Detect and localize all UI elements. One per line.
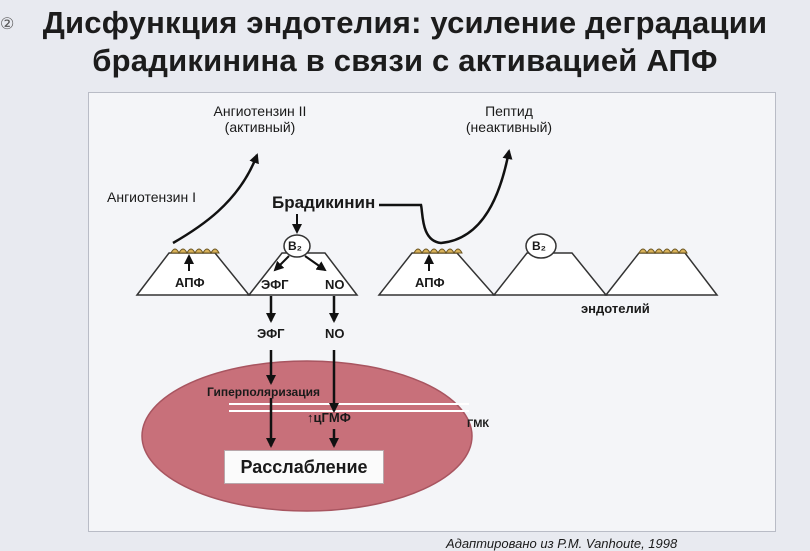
angiotensin2-name: Ангиотензин II (213, 103, 307, 119)
endothelial-cell (604, 252, 719, 296)
angiotensin1-label: Ангиотензин I (107, 189, 196, 205)
ace-enzyme-left (170, 248, 220, 255)
ace-label-left: АПФ (175, 275, 205, 290)
diagram-panel: Ангиотензин II (активный) Пептид (неакти… (88, 92, 776, 551)
peptide-state: (неактивный) (465, 119, 553, 135)
diagram-graphics (135, 149, 719, 512)
corner-mark: ② (0, 16, 15, 33)
arrow-b2-no (304, 255, 327, 272)
arrow-b2-edhf (273, 255, 290, 272)
cgmp-label: ↑цГМФ (307, 410, 351, 425)
title-line-1: Дисфункция эндотелия: усиление деградаци… (42, 5, 768, 40)
page-title: Дисфункция эндотелия: усиление деградаци… (0, 4, 810, 80)
bradykinin-label: Брадикинин (272, 193, 376, 212)
b2-label-left: B₂ (288, 239, 302, 253)
b2-label-right: B₂ (532, 239, 546, 253)
endothelial-cell (492, 252, 608, 296)
angiotensin2-label: Ангиотензин II (активный) (195, 103, 325, 135)
source-credit: Адаптировано из P.M. Vanhoute, 1998 (446, 536, 678, 551)
smc-label: ГМК (467, 418, 490, 430)
edhf-in-cell-label: ЭФГ (261, 277, 289, 292)
b2-receptor-left (283, 234, 311, 258)
angiotensin2-state: (активный) (224, 119, 296, 135)
ace-enzyme-right (413, 248, 463, 255)
title-line-2: брадикинина в связи с активацией АПФ (92, 43, 718, 78)
endothelium-label: эндотелий (581, 301, 650, 316)
ace-label-right: АПФ (415, 275, 445, 290)
edhf-below-label: ЭФГ (257, 326, 285, 341)
relaxation-box: Расслабление (224, 450, 384, 484)
arrow-angiotensin-conversion (172, 153, 259, 245)
no-below-label: NO (325, 326, 345, 341)
peptide-name: Пептид (485, 103, 533, 119)
hyperpolarization-label: Гиперполяризация (207, 385, 320, 399)
no-in-cell-label: NO (325, 277, 345, 292)
b2-receptor-right (525, 233, 557, 259)
arrow-bradykinin-degradation (379, 149, 513, 245)
enzyme-far-right (638, 248, 688, 255)
peptide-label: Пептид (неактивный) (449, 103, 569, 135)
